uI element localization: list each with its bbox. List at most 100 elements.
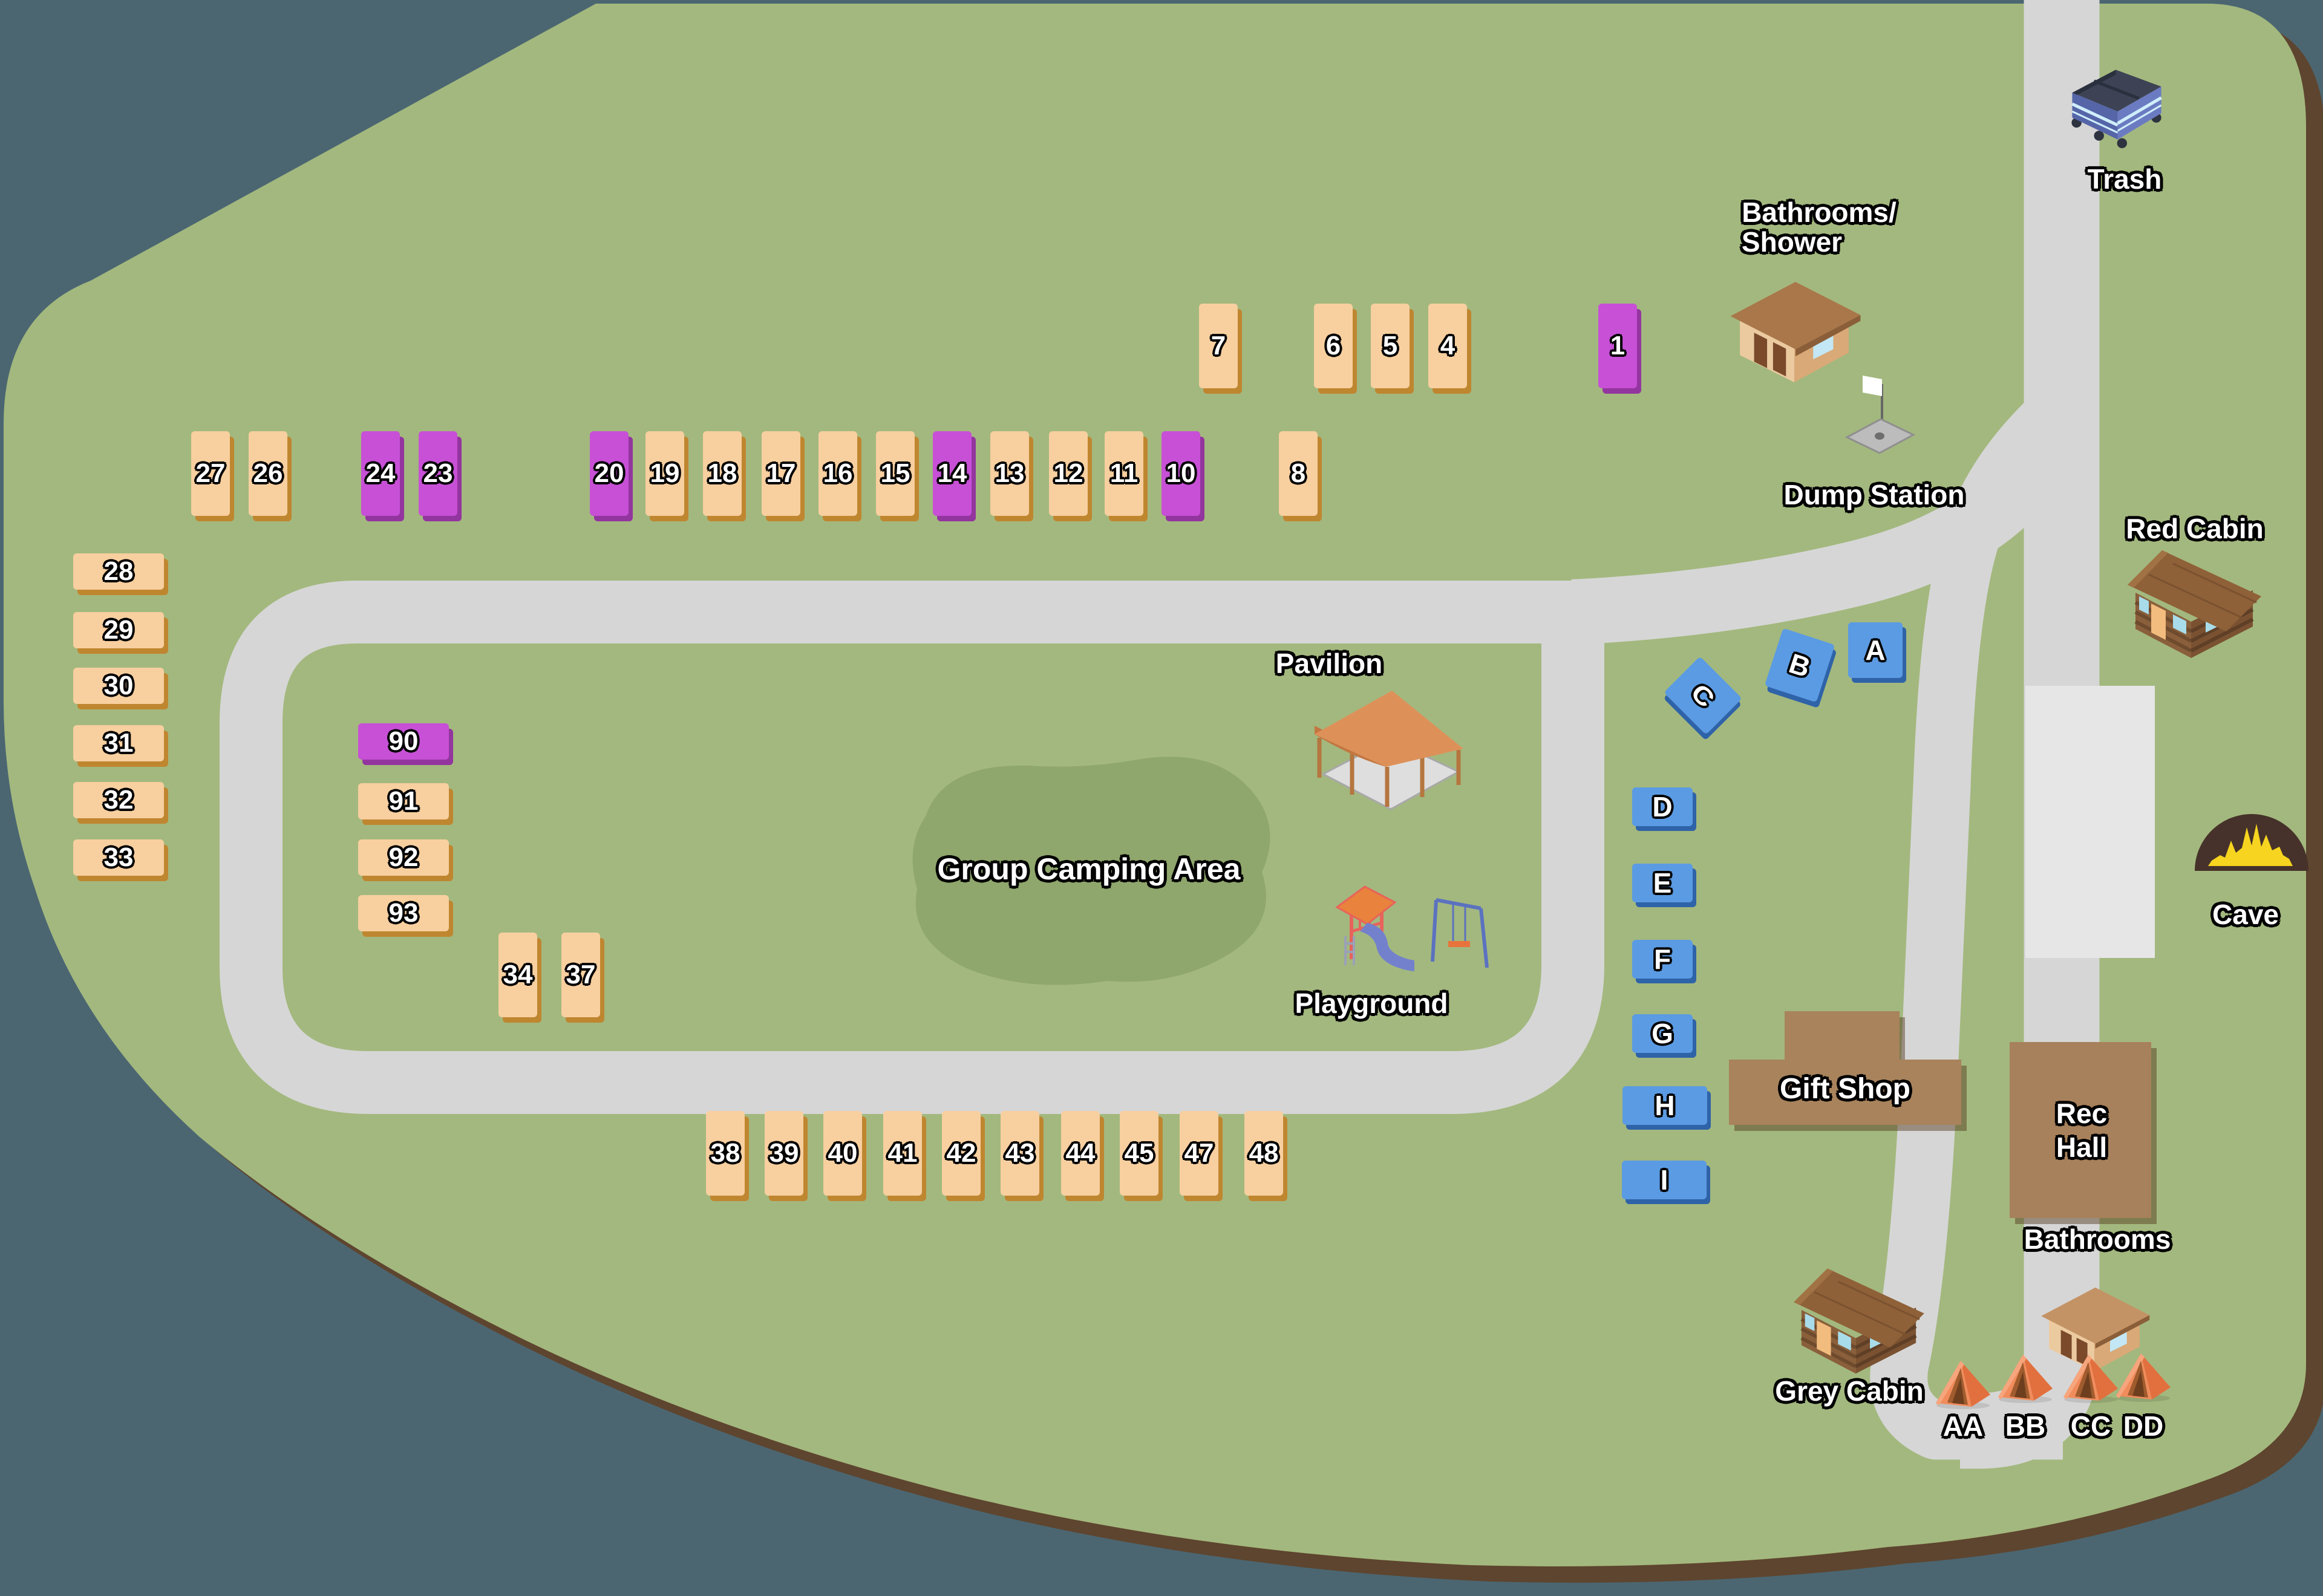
site-24[interactable]: 24 <box>361 431 400 516</box>
map-label: Red Cabin <box>2126 513 2264 544</box>
site-18[interactable]: 18 <box>703 431 742 516</box>
site-AA[interactable] <box>1933 1356 1993 1410</box>
site-43[interactable]: 43 <box>1001 1111 1039 1196</box>
site-number: 29 <box>103 615 134 645</box>
site-16[interactable]: 16 <box>818 431 857 516</box>
site-29[interactable]: 29 <box>73 612 164 648</box>
site-90[interactable]: 90 <box>358 723 449 760</box>
dump-station-icon <box>1844 376 1916 454</box>
site-92[interactable]: 92 <box>358 839 449 876</box>
site-number: 19 <box>650 458 680 488</box>
site-34[interactable]: 34 <box>498 933 537 1017</box>
gift-shop-tower[interactable] <box>1785 1011 1900 1063</box>
site-19[interactable]: 19 <box>645 431 684 516</box>
site-1[interactable]: 1 <box>1598 304 1637 388</box>
site-44[interactable]: 44 <box>1061 1111 1100 1196</box>
cabin-icon <box>1794 1268 1924 1374</box>
site-17[interactable]: 17 <box>762 431 800 516</box>
site-number: 33 <box>103 842 134 872</box>
site-14[interactable]: 14 <box>933 431 972 516</box>
site-DD[interactable] <box>2113 1349 2174 1403</box>
map-label: Rec <box>2056 1098 2108 1129</box>
site-15[interactable]: 15 <box>876 431 915 516</box>
site-45[interactable]: 45 <box>1120 1111 1158 1196</box>
site-number: 92 <box>388 842 419 872</box>
map-label: Bathrooms/ <box>1742 197 1897 228</box>
map-label: Dump Station <box>1783 479 1965 510</box>
site-32[interactable]: 32 <box>73 782 164 818</box>
site-number: 6 <box>1325 331 1341 360</box>
site-number: 4 <box>1440 331 1456 360</box>
site-G[interactable]: G <box>1632 1014 1693 1053</box>
site-I[interactable]: I <box>1622 1161 1707 1199</box>
site-10[interactable]: 10 <box>1162 431 1200 516</box>
tent-icon <box>1936 1361 1990 1409</box>
site-BB[interactable] <box>1995 1350 2056 1404</box>
red-cabin-building[interactable] <box>2125 539 2264 663</box>
site-33[interactable]: 33 <box>73 839 164 876</box>
pavilion[interactable] <box>1309 682 1468 814</box>
site-38[interactable]: 38 <box>706 1111 745 1196</box>
tent-icon <box>1998 1355 2053 1403</box>
site-8[interactable]: 8 <box>1279 431 1318 516</box>
site-91[interactable]: 91 <box>358 783 449 819</box>
road-main <box>1940 0 2100 1469</box>
site-number: G <box>1652 1018 1673 1049</box>
tent-icon <box>2116 1353 2171 1402</box>
site-number: 17 <box>766 458 796 488</box>
site-20[interactable]: 20 <box>590 431 629 516</box>
site-27[interactable]: 27 <box>191 431 230 516</box>
site-12[interactable]: 12 <box>1049 431 1088 516</box>
site-48[interactable]: 48 <box>1244 1111 1283 1196</box>
site-31[interactable]: 31 <box>73 725 164 761</box>
site-H[interactable]: H <box>1622 1086 1707 1125</box>
site-40[interactable]: 40 <box>823 1111 862 1196</box>
site-label-AA: AA <box>1942 1410 1984 1442</box>
site-number: 47 <box>1184 1138 1214 1168</box>
site-42[interactable]: 42 <box>942 1111 981 1196</box>
dump-station[interactable] <box>1836 372 1924 472</box>
cave[interactable] <box>2191 803 2312 879</box>
site-26[interactable]: 26 <box>249 431 287 516</box>
site-37[interactable]: 37 <box>561 933 600 1017</box>
site-41[interactable]: 41 <box>883 1111 922 1196</box>
site-13[interactable]: 13 <box>990 431 1029 516</box>
playground-icon <box>1335 885 1489 971</box>
site-number: 31 <box>103 728 134 758</box>
site-number: B <box>1785 647 1814 683</box>
dumpster-icon <box>2071 70 2162 149</box>
site-6[interactable]: 6 <box>1314 304 1353 388</box>
bathhouse-building[interactable] <box>1722 259 1867 386</box>
parking-lot <box>2025 686 2155 958</box>
playground[interactable] <box>1328 876 1498 988</box>
site-5[interactable]: 5 <box>1371 304 1410 388</box>
trash-dumpster[interactable] <box>2063 57 2169 153</box>
map-label: Group Camping Area <box>937 852 1241 886</box>
site-93[interactable]: 93 <box>358 895 449 931</box>
bathhouse-icon <box>2041 1287 2150 1372</box>
site-CC[interactable] <box>2060 1350 2121 1404</box>
site-label-DD: DD <box>2123 1410 2164 1442</box>
grey-cabin-building[interactable] <box>1791 1258 1927 1379</box>
site-4[interactable]: 4 <box>1428 304 1467 388</box>
gift-shop-building[interactable] <box>1729 1060 1961 1125</box>
site-23[interactable]: 23 <box>419 431 457 516</box>
rec-hall-building[interactable] <box>2010 1042 2151 1218</box>
site-number: 37 <box>566 960 596 989</box>
site-E[interactable]: E <box>1632 864 1693 902</box>
cave-icon <box>2195 814 2308 871</box>
site-A[interactable]: A <box>1848 622 1903 678</box>
site-number: 8 <box>1290 458 1306 488</box>
site-D[interactable]: D <box>1632 787 1693 826</box>
small-bathrooms-building[interactable] <box>2034 1269 2155 1375</box>
map-label: Pavilion <box>1275 648 1383 679</box>
site-11[interactable]: 11 <box>1105 431 1143 516</box>
site-47[interactable]: 47 <box>1180 1111 1218 1196</box>
site-7[interactable]: 7 <box>1199 304 1238 388</box>
site-30[interactable]: 30 <box>73 668 164 704</box>
site-28[interactable]: 28 <box>73 553 164 590</box>
site-39[interactable]: 39 <box>765 1111 803 1196</box>
map-label: Grey Cabin <box>1775 1375 1924 1407</box>
map-label: Hall <box>2056 1132 2108 1163</box>
site-F[interactable]: F <box>1632 940 1693 979</box>
